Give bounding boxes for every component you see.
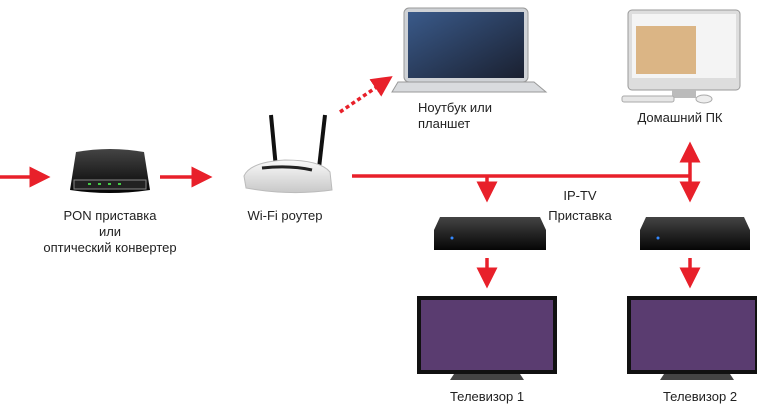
laptop-label: Ноутбук или планшет <box>418 100 492 132</box>
iptv-box-2-icon <box>640 217 750 250</box>
tv1-label: Телевизор 1 <box>449 389 525 404</box>
router-label: Wi-Fi роутер <box>247 208 323 223</box>
iptv-label-line2: Приставка <box>548 208 612 223</box>
pc-label: Домашний ПК <box>637 110 723 125</box>
laptop-label-line2: планшет <box>418 116 471 131</box>
iptv-label-line1: IP-TV <box>563 188 597 203</box>
tv-2-icon <box>627 296 757 380</box>
iptv-box-1-icon <box>434 217 546 250</box>
laptop-label-line1: Ноутбук или <box>418 100 492 115</box>
connection-lines <box>0 76 701 289</box>
wifi-to-laptop-arrow <box>339 76 393 114</box>
pon-label-line1: PON приставка <box>63 208 157 223</box>
router-icon <box>243 114 333 194</box>
pon-label-line2: или <box>98 224 122 239</box>
pon-device-icon <box>70 149 150 193</box>
laptop-icon <box>391 7 548 93</box>
desktop-pc-icon <box>621 9 741 104</box>
pon-label: PON приставка или оптический конвертер <box>30 208 190 256</box>
tv-1-icon <box>417 296 557 380</box>
tv2-label: Телевизор 2 <box>662 389 738 404</box>
pon-label-line3: оптический конвертер <box>43 240 177 255</box>
iptv-label: IP-TV Приставка <box>540 188 620 224</box>
